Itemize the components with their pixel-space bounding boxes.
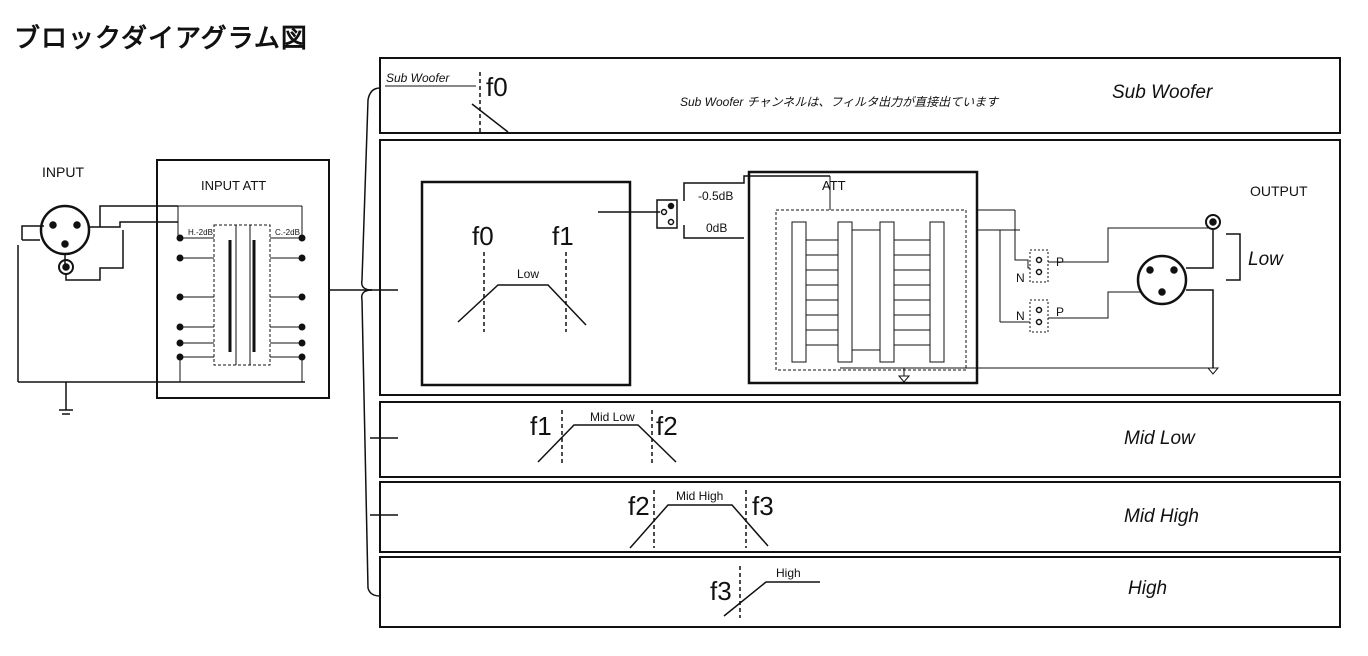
mid-high-name: Mid High [1124, 506, 1199, 527]
high-name: High [1128, 578, 1167, 599]
mid-low-f2: f2 [656, 411, 678, 441]
input-att-box: INPUT ATT H.-2dB C.-2dB [156, 159, 372, 399]
sub-woofer-tag: Sub Woofer [386, 71, 450, 85]
high-band: High [776, 566, 801, 580]
low-name: Low [1248, 249, 1284, 270]
sub-woofer-note: Sub Woofer チャンネルは、フィルタ出力が直接出ています [680, 95, 1000, 109]
att-label: ATT [822, 178, 846, 193]
mid-high-channel: f2 f3 Mid High Mid High [379, 481, 1341, 553]
p2-label: P [1056, 305, 1064, 319]
low-f1: f1 [552, 221, 574, 251]
mid-low-name: Mid Low [1124, 428, 1196, 449]
low-band: Low [517, 267, 539, 281]
sub-woofer-freq: f0 [486, 72, 508, 102]
mid-high-f2: f2 [628, 491, 650, 521]
svg-text:H.-2dB: H.-2dB [188, 228, 213, 237]
sub-woofer-channel: Sub Woofer f0 Sub Woofer チャンネルは、フィルタ出力が直… [379, 57, 1341, 134]
input-att-label: INPUT ATT [201, 178, 266, 193]
high-channel: f3 High High [379, 556, 1341, 628]
svg-text:C.-2dB: C.-2dB [275, 228, 300, 237]
page-title: ブロックダイアグラム図 [14, 24, 308, 54]
low-channel: f0 f1 Low -0.5dB 0dB ATT [379, 139, 1341, 396]
mid-high-band: Mid High [676, 489, 723, 503]
switch-a-label: -0.5dB [698, 189, 733, 203]
switch-b-label: 0dB [706, 221, 727, 235]
high-f3: f3 [710, 576, 732, 606]
mid-high-f3: f3 [752, 491, 774, 521]
output-label: OUTPUT [1250, 183, 1308, 199]
input-connector: INPUT [17, 164, 305, 415]
mid-low-channel: f1 f2 Mid Low Mid Low [379, 401, 1341, 478]
sub-woofer-name: Sub Woofer [1112, 82, 1213, 103]
mid-low-f1: f1 [530, 411, 552, 441]
n2-label: N [1016, 309, 1025, 323]
mid-low-band: Mid Low [590, 410, 635, 424]
channel-bracket [360, 87, 398, 597]
input-label: INPUT [42, 164, 84, 180]
n1-label: N [1016, 271, 1025, 285]
low-f0: f0 [472, 221, 494, 251]
